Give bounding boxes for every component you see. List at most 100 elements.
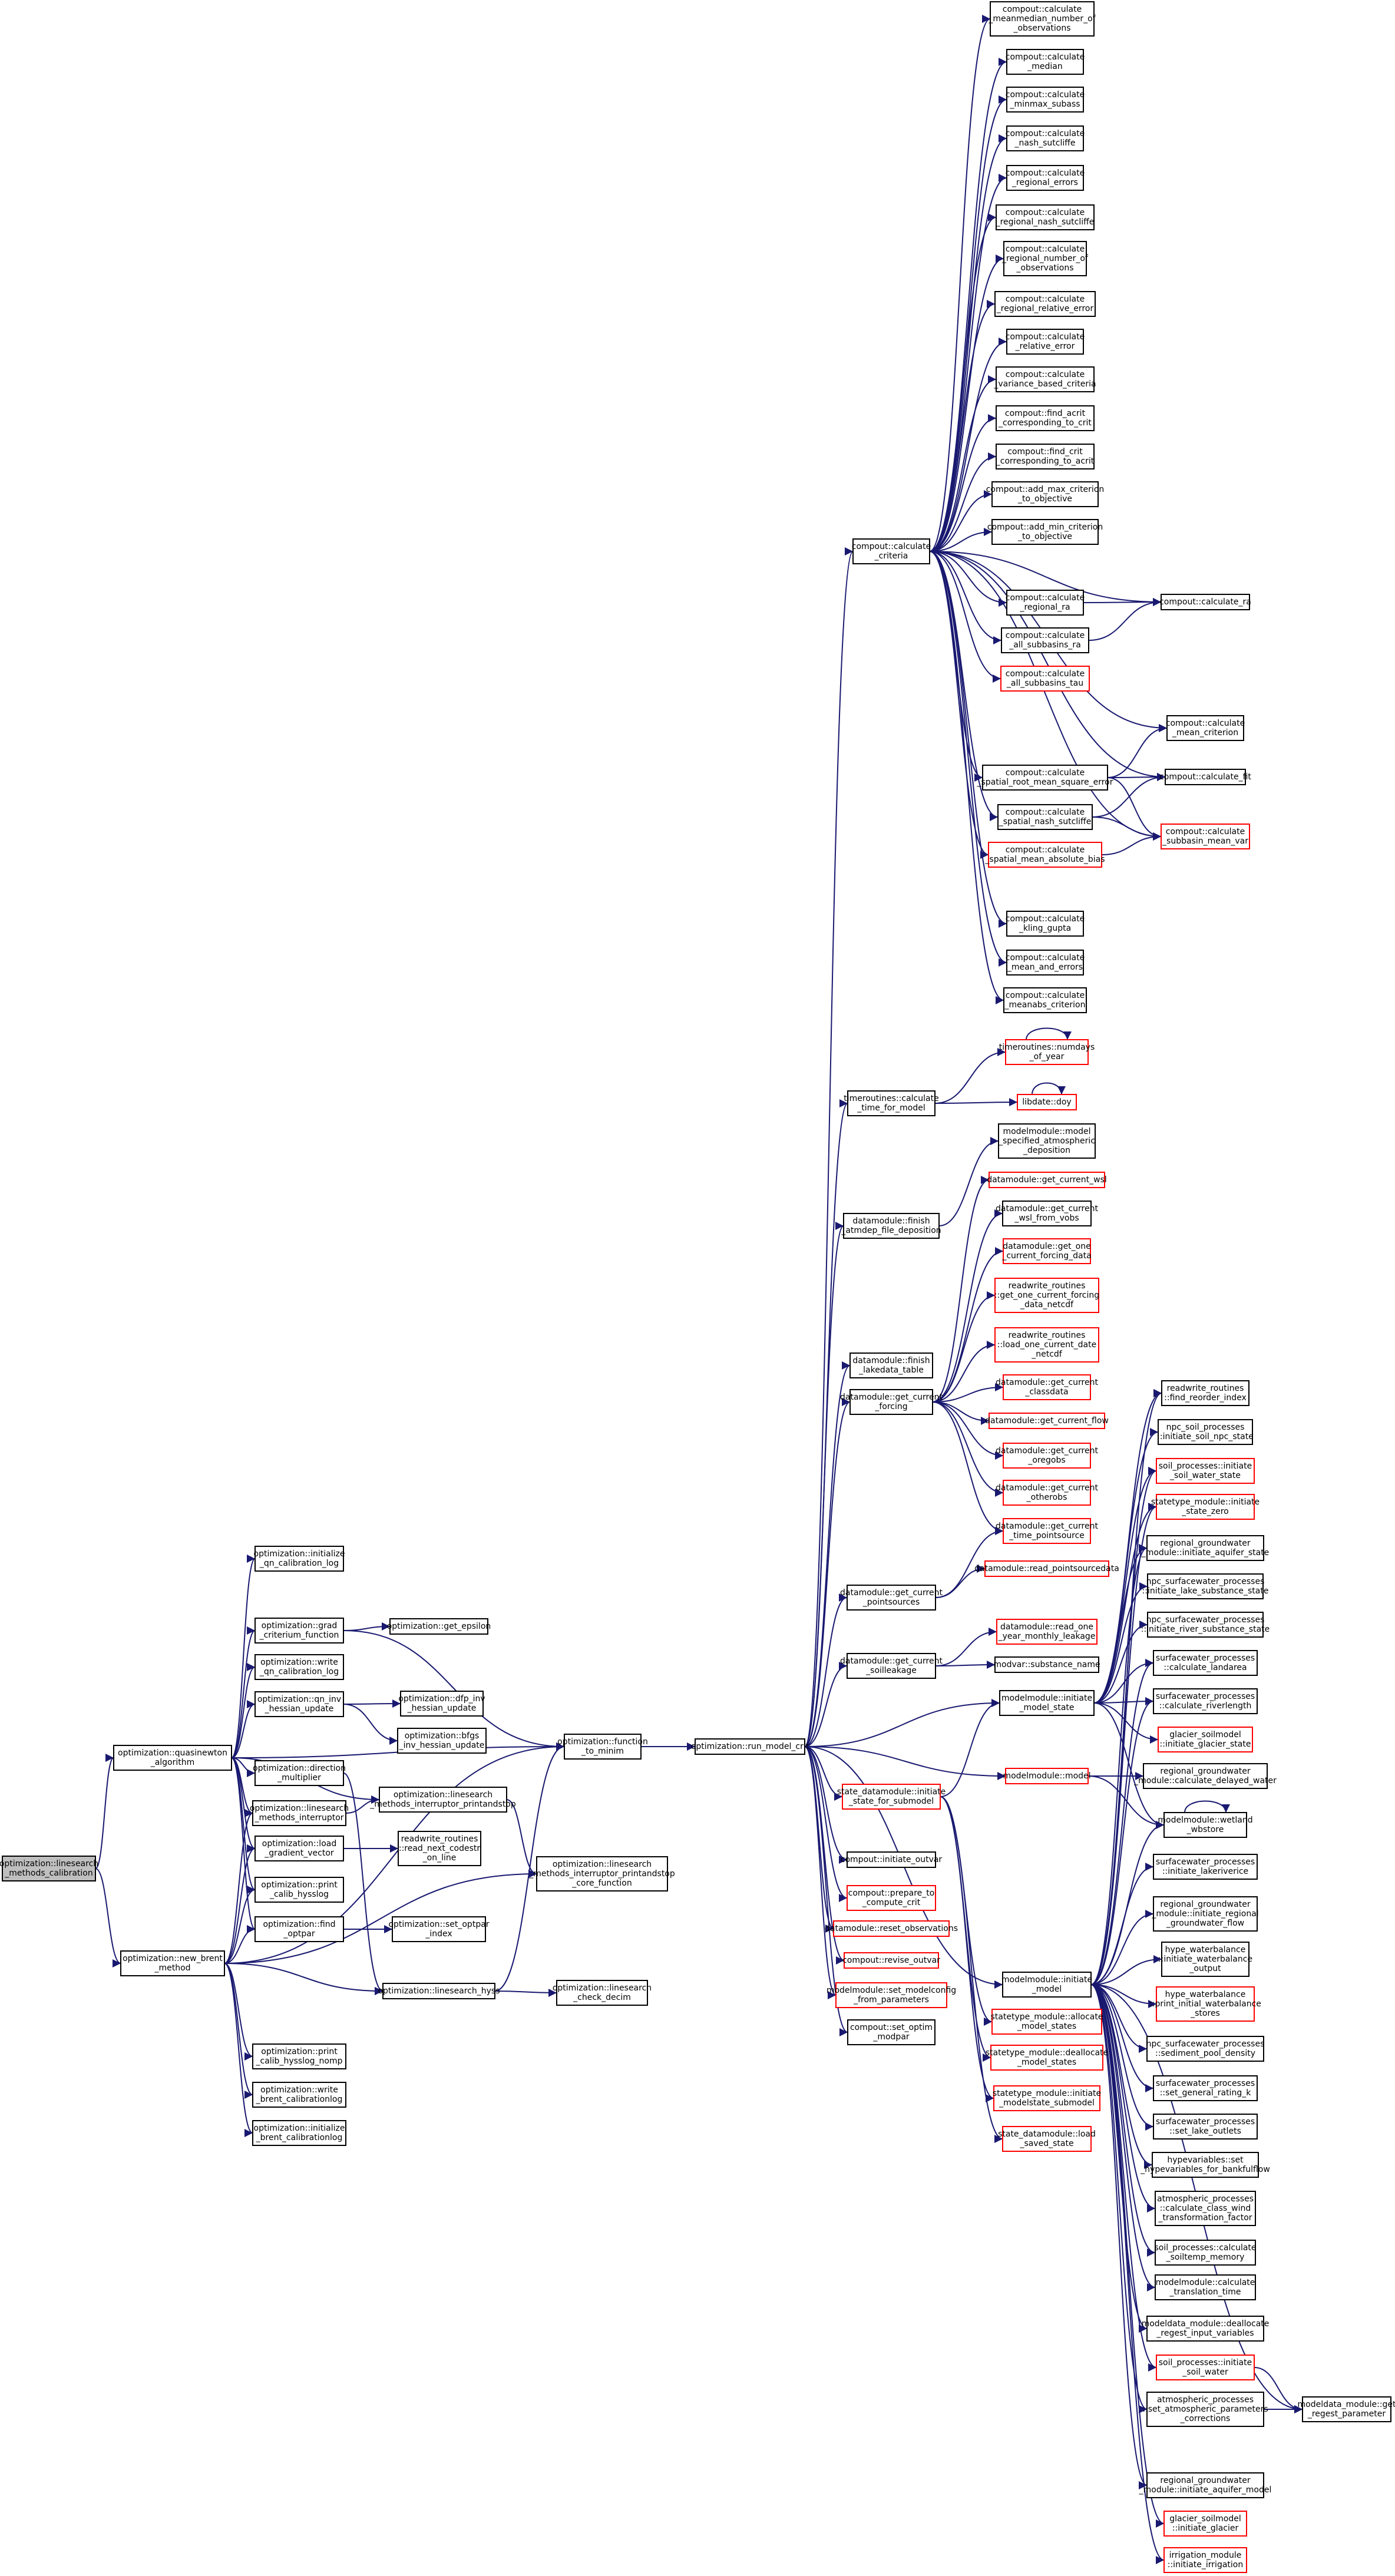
node-c3[interactable]: compout::calculate_minmax_subass xyxy=(1006,87,1085,113)
node-c8[interactable]: compout::calculate_regional_relative_err… xyxy=(994,291,1096,317)
node-r18[interactable]: surfacewater_processes::set_lake_outlets xyxy=(1153,2114,1258,2139)
node-r20[interactable]: atmospheric_processes::calculate_class_w… xyxy=(1155,2191,1256,2226)
node-c1[interactable]: compout::calculate_meanmedian_number_of_… xyxy=(988,1,1096,37)
node-r11[interactable]: regional_groundwater_module::calculate_d… xyxy=(1133,1763,1277,1789)
node-r24[interactable]: soil_processes::initiate_soil_water xyxy=(1156,2355,1255,2380)
node-c22[interactable]: compout::calculate_mean_and_errors xyxy=(1006,950,1085,975)
node-f7[interactable]: datamodule::get_current_flow xyxy=(985,1413,1109,1429)
node-f3[interactable]: datamodule::get_one_current_forcing_data xyxy=(1001,1238,1092,1264)
node-cmc[interactable]: compout::calculate_mean_criterion xyxy=(1166,715,1245,741)
node-rwnext[interactable]: readwrite_routines::read_next_codestr_on… xyxy=(398,1831,481,1866)
node-cpc[interactable]: compout::prepare_to_compute_crit xyxy=(847,1885,936,1911)
node-cc[interactable]: compout::calculate_criteria xyxy=(852,538,931,564)
node-wqn[interactable]: optimization::write_qn_calibration_log xyxy=(254,1654,344,1680)
node-bfgs[interactable]: optimization::bfgs_inv_hessian_update xyxy=(397,1728,487,1754)
node-cfit[interactable]: compout::calculate_fit xyxy=(1159,769,1251,785)
node-c19[interactable]: compout::calculate_spatial_nash_sutcliff… xyxy=(997,804,1093,830)
node-r19[interactable]: hypevariables::set_hypevariables_for_ban… xyxy=(1140,2152,1270,2178)
node-lsipc[interactable]: optimization::linesearch_methods_interru… xyxy=(528,1856,675,1892)
node-lsip[interactable]: optimization::linesearch_methods_interru… xyxy=(369,1787,516,1813)
node-c23[interactable]: compout::calculate_meanabs_criterion xyxy=(1003,987,1087,1013)
node-r27[interactable]: glacier_soilmodel::initiate_glacier xyxy=(1163,2511,1247,2537)
node-f9[interactable]: datamodule::get_current_otherobs xyxy=(996,1480,1098,1506)
node-mmdep[interactable]: modelmodule::model_specified_atmospheric… xyxy=(998,1123,1096,1159)
node-dfp[interactable]: optimization::dfp_inv_hessian_update xyxy=(398,1691,485,1717)
node-r12[interactable]: surfacewater_processes::initiate_lakeriv… xyxy=(1153,1854,1258,1880)
node-hyss[interactable]: optimization::linesearch_hyss xyxy=(378,1983,500,1999)
node-qn[interactable]: optimization::quasinewton_algorithm xyxy=(113,1745,232,1771)
node-r7[interactable]: npc_surfacewater_processes::initiate_riv… xyxy=(1141,1612,1270,1638)
node-dfl[interactable]: datamodule::finish_lakedata_table xyxy=(849,1353,933,1378)
node-doy[interactable]: libdate::doy xyxy=(1017,1094,1077,1110)
node-c4[interactable]: compout::calculate_nash_sutcliffe xyxy=(1006,125,1085,151)
node-pch[interactable]: optimization::print_calib_hysslog xyxy=(254,1877,344,1903)
node-c2[interactable]: compout::calculate_median xyxy=(1006,49,1085,75)
node-sma[interactable]: statetype_module::allocate_model_states xyxy=(991,2009,1103,2035)
node-mmi[interactable]: modelmodule::initiate_model xyxy=(1001,1972,1092,1998)
node-csmv[interactable]: compout::calculate_subbasin_mean_var xyxy=(1161,824,1250,849)
node-r3[interactable]: soil_processes::initiate_soil_water_stat… xyxy=(1156,1458,1255,1484)
node-cio[interactable]: compout::initiate_outvar xyxy=(841,1851,943,1868)
node-c10[interactable]: compout::calculate_variance_based_criter… xyxy=(993,366,1096,392)
node-r13[interactable]: regional_groundwater_module::initiate_re… xyxy=(1151,1896,1259,1932)
node-c16[interactable]: compout::calculate_all_subbasins_ra xyxy=(1001,627,1089,653)
node-loadg[interactable]: optimization::load_gradient_vector xyxy=(254,1836,344,1861)
node-c14[interactable]: compout::add_min_criterion_to_objective xyxy=(987,519,1103,545)
node-cra[interactable]: compout::calculate_ra xyxy=(1159,594,1251,610)
node-lsi[interactable]: optimization::linesearch_methods_interru… xyxy=(250,1800,349,1826)
node-r25[interactable]: atmospheric_processes::set_atmospheric_p… xyxy=(1142,2392,1268,2427)
node-f1[interactable]: datamodule::get_current_wsl xyxy=(987,1172,1107,1188)
node-dgps[interactable]: datamodule::get_current_pointsources xyxy=(840,1585,943,1611)
node-wbrent[interactable]: optimization::write_brent_calibrationlog xyxy=(252,2082,346,2108)
node-drps[interactable]: datamodule::read_pointsourcedata xyxy=(974,1560,1119,1577)
node-trt[interactable]: timeroutines::calculate_time_for_model xyxy=(844,1090,939,1116)
node-mdg[interactable]: modeldata_module::get_regest_parameter xyxy=(1297,2396,1395,2422)
node-mmset[interactable]: modelmodule::set_modelconfig_from_parame… xyxy=(827,1982,956,2008)
node-c15[interactable]: compout::calculate_regional_ra xyxy=(1006,590,1085,616)
node-r26[interactable]: regional_groundwater_module::initiate_aq… xyxy=(1139,2472,1272,2498)
node-r1[interactable]: readwrite_routines::find_reorder_index xyxy=(1161,1380,1249,1406)
node-chk[interactable]: optimization::linesearch_check_decim xyxy=(553,1980,652,2006)
node-ibrent[interactable]: optimization::initialize_brent_calibrati… xyxy=(252,2120,346,2146)
node-droy[interactable]: datamodule::read_one_year_monthly_leakag… xyxy=(996,1619,1098,1645)
node-r5[interactable]: regional_groundwater_module::initiate_aq… xyxy=(1141,1535,1270,1561)
node-r21[interactable]: soil_processes::calculate_soiltemp_memor… xyxy=(1154,2240,1257,2266)
node-f4[interactable]: readwrite_routines::get_one_current_forc… xyxy=(994,1278,1099,1313)
node-smd[interactable]: statetype_module::deallocate_model_state… xyxy=(986,2045,1108,2071)
node-r23[interactable]: modeldata_module::deallocate_regest_inpu… xyxy=(1142,2316,1270,2342)
node-ftm[interactable]: optimization::function_to_minim xyxy=(557,1734,648,1760)
node-msub[interactable]: modvar::substance_name xyxy=(993,1656,1100,1673)
node-r4[interactable]: statetype_module::initiate_state_zero xyxy=(1151,1494,1260,1520)
node-dgcf[interactable]: datamodule::get_current_forcing xyxy=(840,1389,943,1415)
node-rmc[interactable]: optimization::run_model_crit xyxy=(691,1738,809,1755)
node-sdis[interactable]: state_datamodule::initiate_state_for_sub… xyxy=(837,1784,946,1810)
node-r6[interactable]: npc_surfacewater_processes::initiate_lak… xyxy=(1142,1573,1269,1599)
node-r22[interactable]: modelmodule::calculate_translation_time xyxy=(1155,2274,1256,2300)
node-r28[interactable]: irrigation_module::initiate_irrigation xyxy=(1163,2547,1247,2573)
node-f6[interactable]: datamodule::get_current_classdata xyxy=(996,1374,1098,1400)
node-r8[interactable]: surfacewater_processes::calculate_landar… xyxy=(1153,1650,1258,1676)
node-numd[interactable]: timeroutines::numdays_of_year xyxy=(999,1039,1095,1065)
node-root[interactable]: optimization::linesearch_methods_calibra… xyxy=(0,1856,98,1881)
node-c21[interactable]: compout::calculate_kling_gupta xyxy=(1006,911,1085,937)
node-r17[interactable]: surfacewater_processes::set_general_rati… xyxy=(1153,2075,1258,2101)
node-dfin[interactable]: datamodule::finish_atmdep_file_depositio… xyxy=(841,1213,941,1239)
node-grad[interactable]: optimization::grad_criterium_function xyxy=(254,1618,344,1644)
node-c12[interactable]: compout::find_crit_corresponding_to_acri… xyxy=(996,444,1095,469)
node-c11[interactable]: compout::find_acrit_corresponding_to_cri… xyxy=(996,405,1095,431)
node-dgsl[interactable]: datamodule::get_current_soilleakage xyxy=(840,1653,943,1679)
node-f5[interactable]: readwrite_routines::load_one_current_dat… xyxy=(994,1327,1099,1363)
node-f2[interactable]: datamodule::get_current_wsl_from_vobs xyxy=(996,1201,1098,1226)
node-r14[interactable]: hype_waterbalance::initiate_waterbalance… xyxy=(1158,1942,1252,1977)
node-c7[interactable]: compout::calculate_regional_number_of_ob… xyxy=(1001,241,1089,276)
node-mmm[interactable]: modelmodule::model xyxy=(1003,1768,1091,1784)
node-r16[interactable]: npc_surfacewater_processes::sediment_poo… xyxy=(1146,2036,1265,2062)
node-c6[interactable]: compout::calculate_regional_nash_sutclif… xyxy=(996,204,1095,230)
node-pchn[interactable]: optimization::print_calib_hysslog_nomp xyxy=(252,2043,346,2069)
node-smi[interactable]: statetype_module::initiate_modelstate_su… xyxy=(993,2085,1101,2111)
node-r9[interactable]: surfacewater_processes::calculate_riverl… xyxy=(1153,1688,1258,1714)
node-r2[interactable]: npc_soil_processes::initiate_soil_npc_st… xyxy=(1157,1419,1254,1445)
node-f10[interactable]: datamodule::get_current_time_pointsource xyxy=(996,1518,1098,1544)
node-c20[interactable]: compout::calculate_spatial_mean_absolute… xyxy=(984,842,1105,868)
node-mmis[interactable]: modelmodule::initiate_model_state xyxy=(999,1690,1095,1716)
